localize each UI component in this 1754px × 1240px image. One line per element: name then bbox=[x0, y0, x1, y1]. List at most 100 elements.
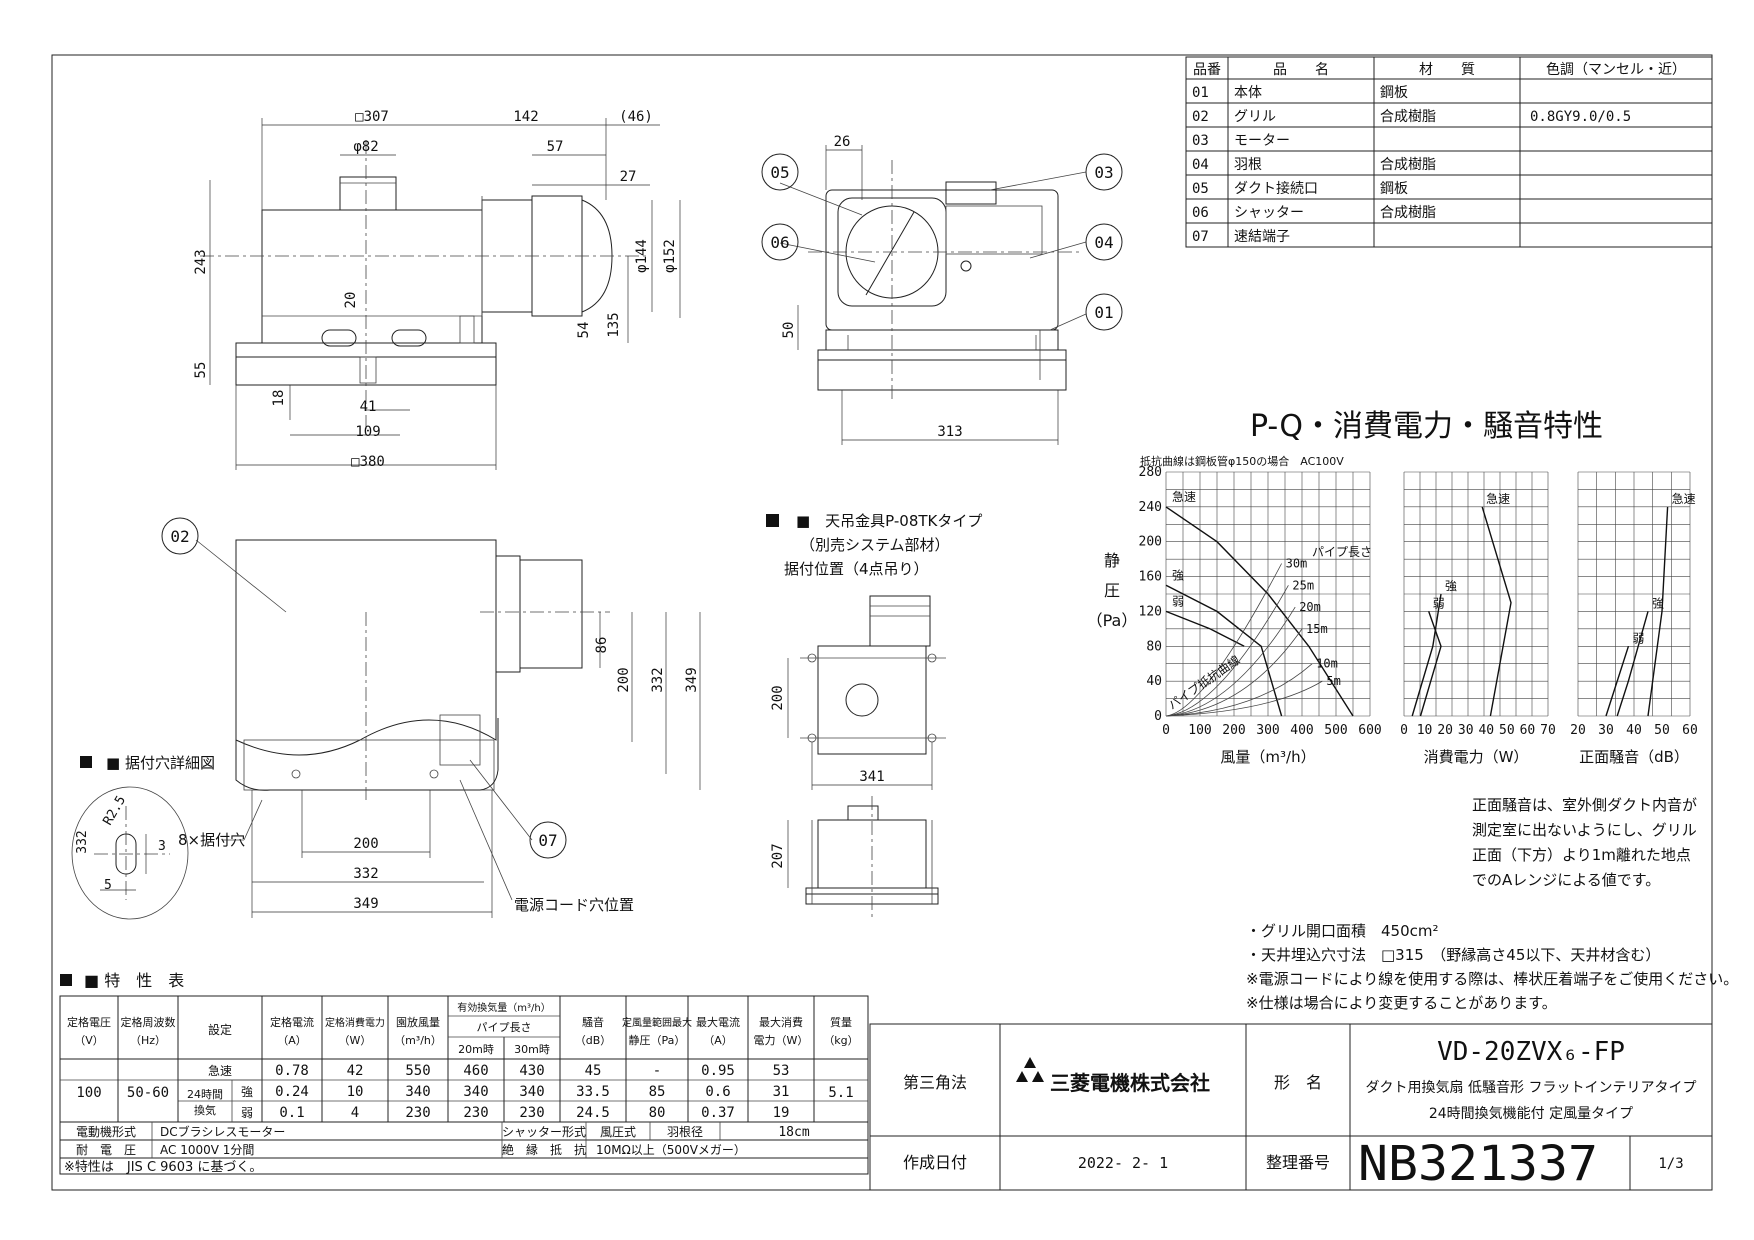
spec-cell: 0.78 bbox=[275, 1063, 309, 1079]
hole-detail-title: ■ 据付穴詳細図 bbox=[106, 754, 215, 772]
spec-24h: 24時間 bbox=[187, 1088, 223, 1101]
series-label: 強 bbox=[1445, 579, 1457, 593]
spec-cell: 550 bbox=[405, 1063, 430, 1079]
spec-cell: 0.24 bbox=[275, 1084, 309, 1100]
spec-cell: 340 bbox=[405, 1084, 430, 1100]
mitsubishi-logo-icon bbox=[1016, 1057, 1044, 1082]
callout-circle bbox=[1085, 223, 1123, 261]
spec-h-voltage: 定格電圧 bbox=[67, 1015, 111, 1029]
parts-header-color: 色調（マンセル・近） bbox=[1546, 61, 1686, 78]
parts-header-name: 品 名 bbox=[1273, 62, 1329, 78]
resistance-label: 20m bbox=[1299, 600, 1321, 614]
noise-note-line: 正面（下方）より1m離れた地点 bbox=[1472, 846, 1691, 864]
company-name: 三菱電機株式会社 bbox=[1050, 1071, 1210, 1095]
callout-label: 07 bbox=[538, 831, 557, 850]
y-axis-label: （Pa） bbox=[1087, 611, 1138, 630]
chart-note: 抵抗曲線は鋼板管φ150の場合 AC100V bbox=[1140, 454, 1344, 468]
x-tick-label: 70 bbox=[1540, 723, 1556, 738]
series-label: 弱 bbox=[1632, 631, 1644, 645]
parts-cell: 01 bbox=[1192, 85, 1209, 101]
dim-313: 313 bbox=[937, 424, 962, 440]
dim-332v: 332 bbox=[650, 667, 666, 692]
resistance-curve bbox=[1165, 680, 1323, 717]
parts-cell: シャッター bbox=[1234, 205, 1304, 221]
x-axis-label: 正面騒音（dB） bbox=[1579, 748, 1689, 766]
page-number: 1/3 bbox=[1658, 1156, 1683, 1172]
parts-cell: 合成樹脂 bbox=[1380, 157, 1436, 173]
x-tick-label: 10 bbox=[1417, 723, 1433, 738]
spec-h-mass: 質量 bbox=[830, 1015, 852, 1029]
series-label: 弱 bbox=[1172, 594, 1184, 608]
spec-cell: 33.5 bbox=[576, 1084, 610, 1100]
x-tick-label: 60 bbox=[1682, 723, 1698, 738]
parts-cell: 04 bbox=[1192, 157, 1209, 173]
spec-motor-label: 電動機形式 bbox=[76, 1124, 136, 1139]
x-tick-label: 40 bbox=[1626, 723, 1642, 738]
series-label: 急速 bbox=[1172, 489, 1196, 504]
spec-h-30m: 30m時 bbox=[514, 1043, 550, 1056]
spec-h-mass-unit: （kg） bbox=[823, 1034, 858, 1047]
spec-h-noise-unit: （dB） bbox=[575, 1034, 612, 1047]
spec-h-voltage-unit: （V） bbox=[74, 1034, 104, 1047]
x-tick-label: 60 bbox=[1520, 723, 1536, 738]
parts-cell: 06 bbox=[1192, 205, 1209, 221]
series-line bbox=[1647, 506, 1669, 717]
y-tick-label: 120 bbox=[1139, 604, 1162, 619]
note-line: ※電源コードにより線を使用する際は、棒状圧着端子をご使用ください。 bbox=[1246, 970, 1738, 988]
dim-332h: 332 bbox=[353, 866, 378, 882]
x-tick-label: 20 bbox=[1570, 723, 1586, 738]
spec-cell: 31 bbox=[773, 1084, 790, 1100]
spec-withstand-value: AC 1000V 1分間 bbox=[160, 1143, 254, 1157]
resistance-curve bbox=[1165, 628, 1303, 717]
spec-cell: 85 bbox=[649, 1084, 666, 1100]
spec-cell: 230 bbox=[405, 1105, 430, 1121]
spec-h-freq: 定格周波数 bbox=[121, 1015, 176, 1029]
hanger-title: ■ 天吊金具P-08TKタイプ bbox=[796, 512, 982, 530]
parts-cell: 03 bbox=[1192, 133, 1209, 149]
callout-label: 01 bbox=[1094, 303, 1113, 322]
spec-cell: 0.37 bbox=[701, 1105, 735, 1121]
series-line bbox=[1605, 646, 1630, 717]
dim-5: 5 bbox=[104, 878, 112, 893]
dim-18: 18 bbox=[271, 390, 287, 407]
spec-cell: 10 bbox=[347, 1084, 364, 1100]
y-axis-label: 圧 bbox=[1104, 581, 1120, 600]
dim-200h: 200 bbox=[353, 836, 378, 852]
hanger-drawing: ■ 天吊金具P-08TKタイプ （別売システム部材） 据付位置（4点吊り） 20… bbox=[766, 512, 982, 918]
drawing-number: NB321337 bbox=[1358, 1136, 1598, 1192]
spec-setting: 強 bbox=[241, 1085, 253, 1099]
dim-phi152: φ152 bbox=[662, 239, 678, 273]
callout-label: 02 bbox=[170, 527, 189, 546]
noise-note-line: でのAレンジによる値です。 bbox=[1472, 871, 1660, 889]
hole-detail-drawing: ■ 据付穴詳細図 332 R2.5 3 5 bbox=[71, 754, 215, 920]
spec-blade-label: 羽根径 bbox=[667, 1125, 703, 1139]
spec-shutter-label: シャッター形式 bbox=[502, 1125, 586, 1139]
projection-label: 第三角法 bbox=[903, 1073, 967, 1092]
x-tick-label: 40 bbox=[1478, 723, 1494, 738]
parts-cell: 0.8GY9.0/0.5 bbox=[1530, 109, 1631, 125]
dim-20: 20 bbox=[343, 292, 359, 309]
spec-h-airflow-unit: （m³/h） bbox=[394, 1034, 442, 1047]
callout-circle bbox=[761, 223, 799, 261]
dim-50: 50 bbox=[781, 322, 797, 339]
dim-243: 243 bbox=[193, 249, 209, 274]
parts-cell: 02 bbox=[1192, 109, 1209, 125]
dim-135: 135 bbox=[606, 312, 622, 337]
parts-cell: 05 bbox=[1192, 181, 1209, 197]
spec-h-pipe: パイプ長さ bbox=[477, 1021, 532, 1034]
noise-note-line: 測定室に出ないようにし、グリル bbox=[1472, 821, 1697, 839]
spec-h-airflow: 園放風量 bbox=[396, 1015, 440, 1029]
dim-27: 27 bbox=[620, 169, 637, 185]
number-label: 整理番号 bbox=[1266, 1153, 1330, 1172]
chart-title: P-Q・消費電力・騒音特性 bbox=[1250, 409, 1603, 444]
callout-circle bbox=[529, 821, 567, 859]
side-view-drawing: □307 142 (46) φ82 57 27 243 20 φ144 φ152… bbox=[193, 109, 681, 470]
y-tick-label: 80 bbox=[1146, 639, 1162, 654]
spec-h-maxcur-unit: （A） bbox=[703, 1034, 733, 1047]
x-tick-label: 300 bbox=[1256, 723, 1279, 738]
spec-h-static-unit: 静圧（Pa） bbox=[629, 1033, 686, 1047]
general-notes: ・グリル開口面積 450cm²・天井埋込穴寸法 □315 （野縁高さ45以下、天… bbox=[1246, 922, 1738, 1012]
